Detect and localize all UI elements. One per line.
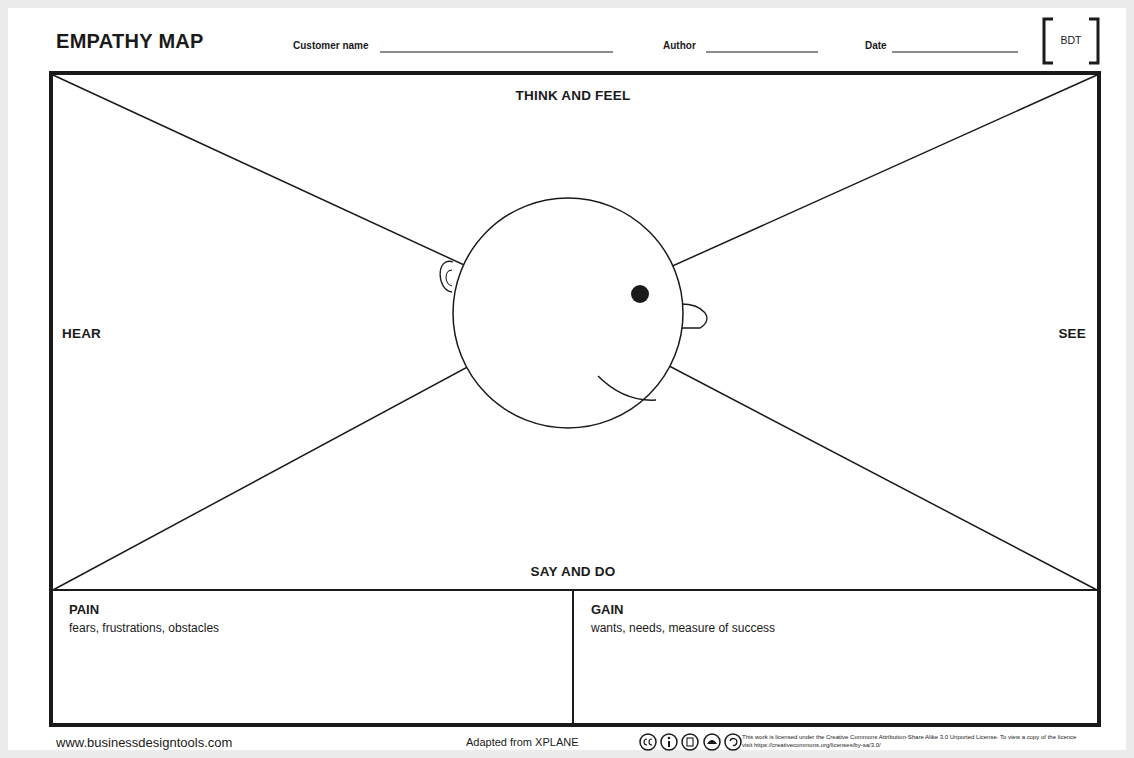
quadrant-label: SAY AND DO [531,562,616,582]
logo-text: BDT [1054,34,1088,47]
text-line: wants, needs, measure of success [591,618,1097,636]
face-figure [440,198,707,428]
divider-line [572,590,574,725]
text-line: HEAR [62,324,222,344]
panel-subtitle: fears, frustrations, obstacles [69,621,219,635]
pain-panel: PAIN fears, frustrations, obstacles [53,592,572,724]
text-line: PAIN [69,600,572,618]
panel-heading: GAIN [591,602,624,618]
quadrant-label: HEAR [62,324,101,344]
logo-bracket [1044,19,1098,63]
panel-heading: PAIN [69,602,99,618]
quadrant-region: SEE [930,324,1086,346]
diagram-title: EMPATHY MAP [56,30,204,53]
divider-line [51,589,1099,591]
map-frame [51,73,1099,725]
text-line: THINK AND FEEL [300,86,846,106]
form-field-label: Customer name [293,40,369,52]
text-line: SAY AND DO [300,562,846,582]
text-line: GAIN [591,600,1097,618]
panel-subtitle: wants, needs, measure of success [591,621,775,635]
license-note: This work is licensed under the Creative… [742,733,1082,749]
license-icons [640,734,741,750]
gain-panel: GAIN wants, needs, measure of success [575,592,1097,724]
quadrant-label: THINK AND FEEL [516,86,631,106]
form-field-label: Date [865,40,887,52]
attribution-note: Adapted from XPLANE [466,736,579,749]
diagonal-lines [53,75,1097,590]
quadrant-region: THINK AND FEEL [300,86,846,110]
quadrant-region: HEAR [62,324,222,346]
quadrant-label: SEE [1058,324,1086,344]
text-line: fears, frustrations, obstacles [69,618,572,636]
text-line: SEE [930,324,1086,344]
quadrant-region: SAY AND DO [300,562,846,586]
form-field-label: Author [663,40,696,52]
website-url: www.businessdesigntools.com [56,735,232,750]
form-underline [380,52,1018,53]
